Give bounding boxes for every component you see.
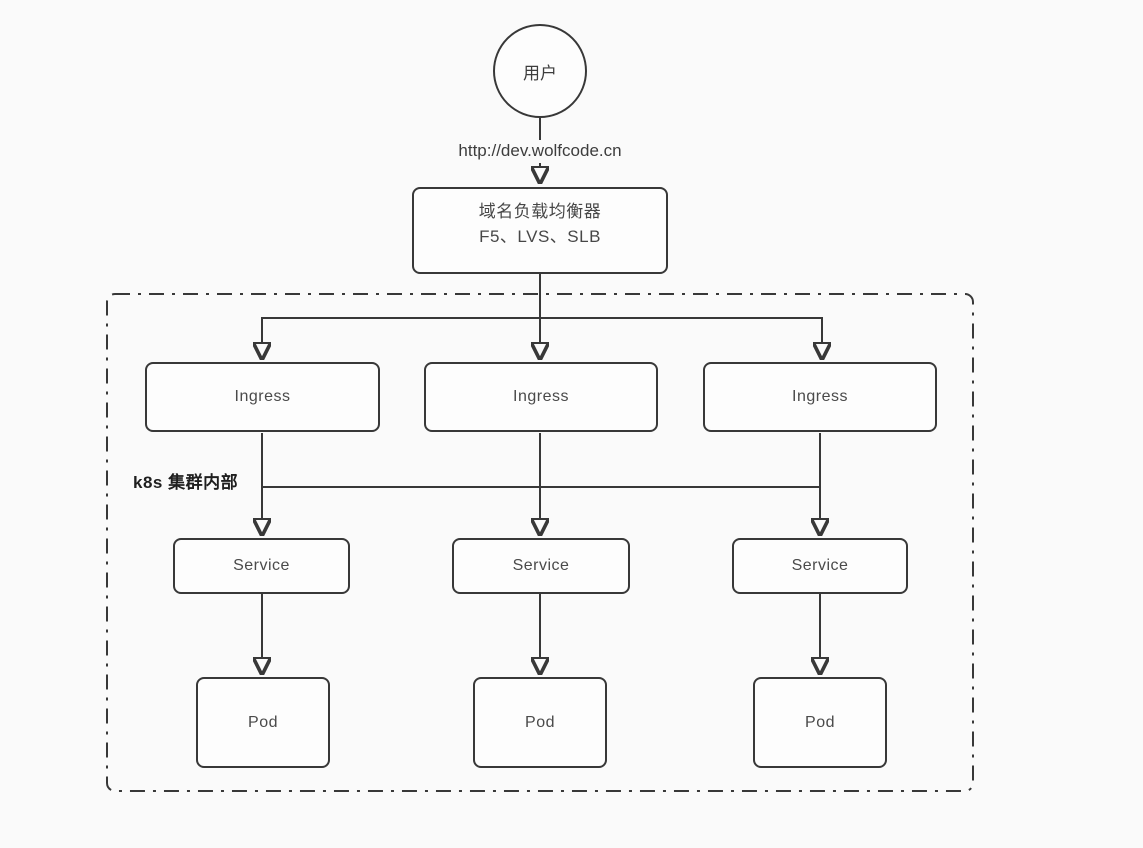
service-node-right: Service (732, 538, 908, 594)
ingress-node-label: Ingress (792, 388, 848, 405)
pod-node-label: Pod (525, 713, 555, 731)
service-node-left: Service (173, 538, 350, 594)
loadbalancer-to-ingress-right-arrow (540, 317, 822, 344)
ingress-node-left: Ingress (145, 362, 380, 432)
pod-node-label: Pod (248, 713, 278, 731)
load-balancer-node: 域名负载均衡器 F5、LVS、SLB (412, 187, 668, 274)
user-node: 用户 (493, 24, 587, 118)
request-url-label: http://dev.wolfcode.cn (430, 140, 650, 163)
ingress-node-center: Ingress (424, 362, 658, 432)
loadbalancer-to-ingress-left-arrow (262, 317, 540, 344)
ingress-node-right: Ingress (703, 362, 937, 432)
service-node-label: Service (791, 557, 849, 574)
user-node-label: 用户 (523, 63, 557, 83)
ingress-node-label: Ingress (234, 388, 291, 405)
cluster-boundary (106, 293, 974, 792)
cluster-label: k8s 集群内部 (133, 473, 239, 492)
service-node-label: Service (233, 557, 290, 574)
pod-node-right: Pod (753, 677, 887, 768)
ingress-node-label: Ingress (513, 388, 569, 405)
service-node-center: Service (452, 538, 630, 594)
pod-node-center: Pod (473, 677, 607, 768)
pod-node-left: Pod (196, 677, 330, 768)
load-balancer-products: F5、LVS、SLB (479, 226, 601, 246)
pod-node-label: Pod (805, 713, 835, 731)
load-balancer-title: 域名负载均衡器 (478, 202, 602, 221)
service-node-label: Service (512, 557, 570, 574)
